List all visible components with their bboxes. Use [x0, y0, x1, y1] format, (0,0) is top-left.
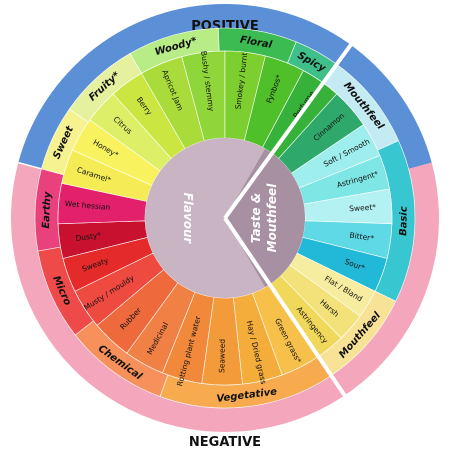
attribute-label-seaweed: Seaweed	[217, 339, 227, 373]
attribute-label-bitter: Bitter*	[349, 231, 375, 243]
taste-wedge-divider-2	[223, 216, 349, 400]
positive-ring-segment	[18, 3, 432, 169]
category-label-earthy: Earthy	[41, 191, 54, 229]
center-disc: Flavour Taste & Mouthfeel	[144, 138, 305, 298]
ring-divider	[18, 161, 42, 170]
taste-wedge-divider-1	[223, 40, 355, 220]
attribute-label-wet-hessian: Wet hessian	[65, 199, 111, 212]
flavour-center-segment	[144, 138, 265, 298]
attribute-label-dusty: Dusty*	[75, 230, 102, 243]
taste-center-label-line2: Mouthfeel	[265, 183, 279, 253]
flavour-center-label: Flavour	[181, 193, 195, 245]
category-ring: Woody*FloralSpicyMouthfeelBasicMouthfeel…	[34, 27, 416, 409]
taste-center-segment	[225, 148, 305, 288]
negative-label: NEGATIVE	[189, 435, 261, 450]
taste-center-label-line1: Taste &	[249, 193, 263, 244]
attribute-label-sweet: Sweet*	[349, 202, 377, 213]
category-label-basic: Basic	[398, 206, 410, 236]
